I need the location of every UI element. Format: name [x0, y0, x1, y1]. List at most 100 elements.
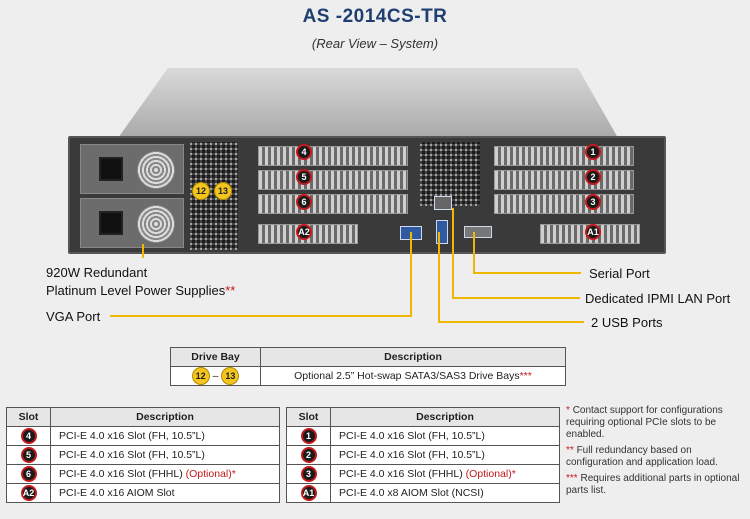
table-header: Drive Bay	[170, 347, 261, 367]
footnote-text: Full redundancy based on configuration a…	[566, 445, 718, 468]
fan-icon	[137, 205, 175, 243]
pcie-slot-3	[494, 194, 634, 214]
slot-badge-a1: A1	[585, 224, 601, 240]
serial-callout-vertical	[473, 232, 475, 274]
psu-callout-marker: **	[225, 283, 236, 298]
table-header: Description	[260, 347, 566, 367]
slot-description: PCI-E 4.0 x16 Slot (FH, 10.5”L)	[59, 430, 205, 442]
footnote-marker: ***	[566, 473, 578, 484]
slot-description: PCI-E 4.0 x16 Slot (FHHL)	[339, 468, 463, 480]
table-row: 6 PCI-E 4.0 x16 Slot (FHHL) (Optional)*	[6, 464, 280, 484]
page-subtitle: (Rear View – System)	[311, 36, 439, 51]
drive-bay-description: Optional 2.5” Hot-swap SATA3/SAS3 Drive …	[260, 366, 566, 386]
optional-marker: (Optional)*	[465, 468, 516, 480]
table-header-row: Slot Description	[6, 407, 280, 427]
ipmi-callout-vertical	[452, 208, 454, 298]
psu-callout-text: Platinum Level Power Supplies	[46, 283, 226, 298]
slot-badge: A1	[300, 485, 317, 501]
table-header: Slot	[286, 407, 331, 427]
table-row: 1 PCI-E 4.0 x16 Slot (FH, 10.5”L)	[286, 426, 560, 446]
serial-callout: Serial Port	[589, 266, 650, 281]
slot-badge-4: 4	[296, 144, 312, 160]
slot-description: PCI-E 4.0 x16 Slot (FH, 10.5”L)	[59, 449, 205, 461]
serial-callout-horizontal	[473, 272, 581, 274]
slot-description: PCI-E 4.0 x16 Slot (FHHL)	[59, 468, 183, 480]
power-socket-icon	[99, 211, 123, 235]
slot-badge: 5	[20, 447, 37, 463]
footnote-marker: **	[566, 445, 574, 456]
vga-callout-horizontal	[110, 315, 412, 317]
slot-badge-3: 3	[585, 194, 601, 210]
slot-description: PCI-E 4.0 x16 AIOM Slot	[59, 487, 175, 499]
slot-badge: 1	[300, 428, 317, 444]
table-header-row: Drive Bay Description	[170, 347, 566, 367]
drive-bay-description-text: Optional 2.5” Hot-swap SATA3/SAS3 Drive …	[294, 370, 520, 382]
ipmi-callout-horizontal	[452, 297, 580, 299]
table-row: A1 PCI-E 4.0 x8 AIOM Slot (NCSI)	[286, 483, 560, 503]
psu-callout-line2: Platinum Level Power Supplies**	[46, 283, 235, 298]
table-header-row: Slot Description	[286, 407, 560, 427]
slot-badge-2: 2	[585, 169, 601, 185]
slot-badge: 4	[20, 428, 37, 444]
table-row: 12 – 13 Optional 2.5” Hot-swap SATA3/SAS…	[170, 366, 566, 386]
table-row: A2 PCI-E 4.0 x16 AIOM Slot	[6, 483, 280, 503]
optional-marker: (Optional)*	[185, 468, 236, 480]
footnote-3: *** Requires additional parts in optiona…	[566, 473, 748, 497]
slot-description: PCI-E 4.0 x16 Slot (FH, 10.5”L)	[339, 430, 485, 442]
center-vent	[420, 142, 480, 206]
serial-port	[464, 226, 492, 238]
table-header: Description	[50, 407, 280, 427]
bay-range-dash: –	[212, 369, 219, 382]
bay-badge-13: 13	[214, 182, 232, 200]
footnote-2: ** Full redundancy based on configuratio…	[566, 445, 748, 469]
power-supply-2	[80, 198, 184, 248]
slot-table-right: Slot Description 1 PCI-E 4.0 x16 Slot (F…	[286, 407, 560, 503]
slot-badge: 3	[300, 466, 317, 482]
slot-table-left: Slot Description 4 PCI-E 4.0 x16 Slot (F…	[6, 407, 280, 503]
slot-badge: 2	[300, 447, 317, 463]
pcie-slot-5	[258, 170, 408, 190]
slot-badge: 6	[20, 466, 37, 482]
table-row: 4 PCI-E 4.0 x16 Slot (FH, 10.5”L)	[6, 426, 280, 446]
bay-badge-12: 12	[191, 367, 210, 385]
bay-range-cell: 12 – 13	[170, 366, 261, 386]
slot-badge-5: 5	[296, 169, 312, 185]
slot-badge-a2: A2	[296, 224, 312, 240]
footnote-text: Contact support for configurations requi…	[566, 405, 723, 440]
table-row: 3 PCI-E 4.0 x16 Slot (FHHL) (Optional)*	[286, 464, 560, 484]
chassis-rear-panel	[68, 136, 666, 254]
pcie-slot-4	[258, 146, 408, 166]
slot-description: PCI-E 4.0 x8 AIOM Slot (NCSI)	[339, 487, 484, 499]
slot-badge-1: 1	[585, 144, 601, 160]
psu-callout-line1: 920W Redundant	[46, 265, 148, 280]
power-socket-icon	[99, 157, 123, 181]
pcie-slot-1	[494, 146, 634, 166]
fan-icon	[137, 151, 175, 189]
vga-callout: VGA Port	[46, 309, 101, 324]
footnote-text: Requires additional parts in optional pa…	[566, 473, 740, 496]
bay-badge-13: 13	[221, 367, 240, 385]
pcie-slot-2	[494, 170, 634, 190]
slot-badge-6: 6	[296, 194, 312, 210]
usb-callout: 2 USB Ports	[591, 315, 663, 330]
slot-badge: A2	[20, 485, 37, 501]
pcie-slot-6	[258, 194, 408, 214]
chassis-top	[118, 68, 618, 138]
power-supply-1	[80, 144, 184, 194]
footnote-1: * Contact support for configurations req…	[566, 405, 748, 441]
usb-callout-vertical	[438, 232, 440, 322]
page-title: AS -2014CS-TR	[302, 6, 448, 27]
footnotes: * Contact support for configurations req…	[566, 405, 748, 501]
vga-callout-vertical	[410, 232, 412, 316]
slot-description: PCI-E 4.0 x16 Slot (FH, 10.5”L)	[339, 449, 485, 461]
drive-bay-marker: ***	[519, 370, 532, 382]
table-header: Description	[330, 407, 560, 427]
ipmi-lan-port	[434, 196, 452, 210]
psu-callout-line	[142, 244, 144, 258]
bay-badge-12: 12	[192, 182, 210, 200]
table-row: 2 PCI-E 4.0 x16 Slot (FH, 10.5”L)	[286, 445, 560, 465]
table-header: Slot	[6, 407, 51, 427]
footnote-marker: *	[566, 405, 570, 416]
drive-bay-table: Drive Bay Description 12 – 13 Optional 2…	[170, 347, 566, 386]
usb-callout-horizontal	[438, 321, 584, 323]
